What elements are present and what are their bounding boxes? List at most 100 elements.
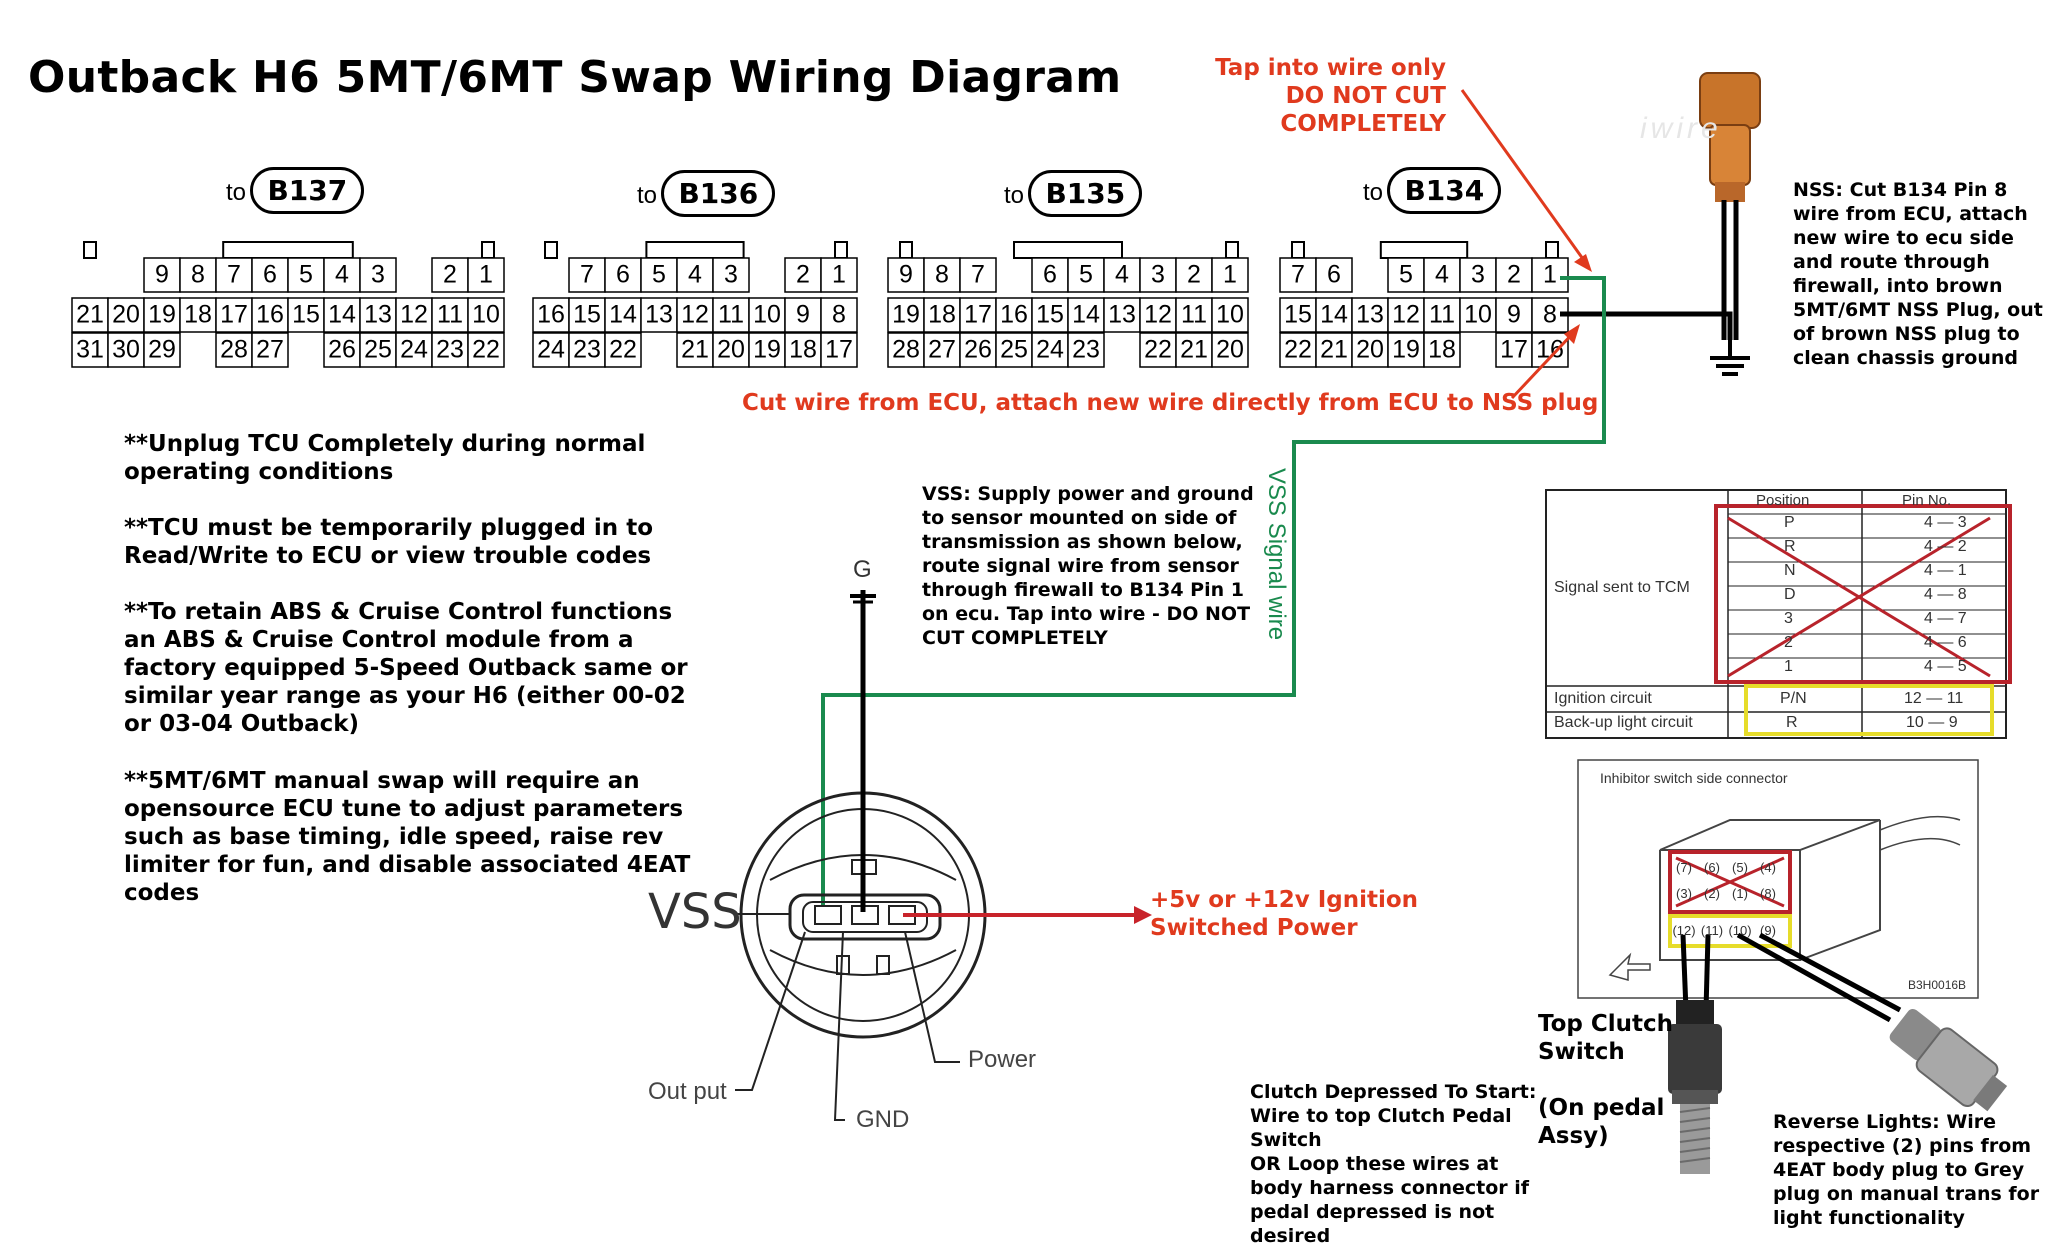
pin-number: 15 <box>1036 301 1064 329</box>
pin-cell <box>359 257 397 293</box>
pin-cell <box>748 332 786 368</box>
pin-cell <box>1495 332 1533 368</box>
pin-number: 9 <box>796 301 810 329</box>
pin-number: 6 <box>616 261 630 289</box>
clutch-note: Clutch Depressed To Start: Wire to top C… <box>1250 1081 1537 1247</box>
pin-number: 5 <box>1399 261 1413 289</box>
pin-cell <box>532 297 570 333</box>
pin-number: 13 <box>1356 301 1384 329</box>
ignition-pin: 12 — 11 <box>1904 690 1964 707</box>
pin-cell <box>287 257 325 293</box>
inhibitor-pin: (7) <box>1676 860 1692 875</box>
inhibitor-code: B3H0016B <box>1908 978 1967 992</box>
pin-number: 13 <box>364 301 392 329</box>
inhibitor-pin: (9) <box>1760 923 1776 938</box>
pin8-wire <box>1560 311 1733 340</box>
pin-cell <box>959 297 997 333</box>
pin-number: 30 <box>112 336 140 364</box>
pin-cell <box>1175 257 1213 293</box>
pin-number: 23 <box>436 336 464 364</box>
pin-number: 13 <box>645 301 673 329</box>
pin-cell <box>1423 297 1461 333</box>
pin-number: 1 <box>479 261 493 289</box>
pin-number: 3 <box>724 261 738 289</box>
pin-number: 12 <box>400 301 428 329</box>
pin-number: 17 <box>1500 336 1528 364</box>
pin-number: 14 <box>1072 301 1100 329</box>
tap-arrow <box>1460 89 1590 267</box>
pin-number: 20 <box>112 301 140 329</box>
watermark-logo: iwire <box>1640 112 1722 145</box>
reverse-light-plug <box>1889 1008 2008 1112</box>
pin-number: 12 <box>1144 301 1172 329</box>
inhibitor-table <box>1545 489 2012 739</box>
page-title: Outback H6 5MT/6MT Swap Wiring Diagram <box>28 52 1122 103</box>
clutch-wire-b <box>1703 934 1711 1011</box>
pin-number: 22 <box>1144 336 1172 364</box>
inhibitor-pin: (6) <box>1704 860 1720 875</box>
pin-cell <box>1067 257 1105 293</box>
pin-cell <box>1279 257 1317 293</box>
pin-cell <box>1175 332 1213 368</box>
tap-note-line2: DO NOT CUT COMPLETELY <box>1280 83 1446 137</box>
note-unplug-tcu: **Unplug TCU Completely during normal op… <box>124 431 646 485</box>
backup-pin: 10 — 9 <box>1906 714 1958 731</box>
inhibitor-pin: (8) <box>1760 886 1776 901</box>
pin-cell <box>1315 297 1353 333</box>
reverse-wire-b <box>1758 932 1902 1013</box>
pin-number: 8 <box>935 261 949 289</box>
cut-arrow <box>1510 328 1578 400</box>
note-tcu-plug: **TCU must be temporarily plugged in to … <box>124 515 653 569</box>
pin-cell <box>676 332 714 368</box>
pin-number: 21 <box>681 336 709 364</box>
table-cell-position: 2 <box>1784 634 1793 651</box>
pin-number: 22 <box>609 336 637 364</box>
tap-arrowhead <box>1574 254 1592 272</box>
pin-cell <box>676 257 714 293</box>
to-word: to <box>1004 182 1025 209</box>
pin-number: 10 <box>1464 301 1492 329</box>
pin-number: 25 <box>1000 336 1028 364</box>
vss-note: VSS: Supply power and ground to sensor m… <box>922 483 1254 649</box>
pin-cell <box>604 332 642 368</box>
pin-cell <box>1423 332 1461 368</box>
pin-number: 7 <box>1291 261 1305 289</box>
pin-cell <box>251 257 289 293</box>
pin-number: 9 <box>899 261 913 289</box>
pin-cell <box>251 332 289 368</box>
pin-number: 3 <box>1151 261 1165 289</box>
pin-number: 20 <box>1216 336 1244 364</box>
pin-number: 11 <box>1429 301 1455 329</box>
table-cell-pin: 4 — 6 <box>1924 634 1967 651</box>
pin-number: 24 <box>400 336 428 364</box>
pin-cell <box>323 297 361 333</box>
pin-cell <box>784 297 822 333</box>
power-note-line1: +5v or +12v Ignition <box>1150 887 1419 913</box>
output-label: Out put <box>648 1078 727 1105</box>
pin-cell <box>532 332 570 368</box>
pin-number: 1 <box>1543 261 1557 289</box>
pin-cell <box>568 297 606 333</box>
pin-cell <box>640 297 678 333</box>
pin-cell <box>1531 257 1569 293</box>
note-abs-cruise: **To retain ABS & Cruise Control functio… <box>124 599 688 737</box>
tap-note-line1: Tap into wire only <box>1215 55 1446 81</box>
pin-cell <box>1387 257 1425 293</box>
inhibitor-pins: (7)(6)(5)(4)(3)(2)(1)(8)(12)(11)(10)(9) <box>1672 860 1776 938</box>
pin-cell <box>215 257 253 293</box>
pin-number: 10 <box>753 301 781 329</box>
inhibitor-pin: (4) <box>1760 860 1776 875</box>
pin-cell <box>1103 257 1141 293</box>
pin-number: 11 <box>1181 301 1207 329</box>
table-cell-position: 1 <box>1784 658 1793 675</box>
pin-cell <box>143 297 181 333</box>
pin-number: 5 <box>1079 261 1093 289</box>
pin-number: 2 <box>1507 261 1521 289</box>
pin-number: 7 <box>580 261 594 289</box>
vss-sensor <box>735 590 1152 1121</box>
clutch-label: Top Clutch Switch (On pedal Assy) <box>1538 1011 1674 1149</box>
pin-cell <box>820 332 858 368</box>
